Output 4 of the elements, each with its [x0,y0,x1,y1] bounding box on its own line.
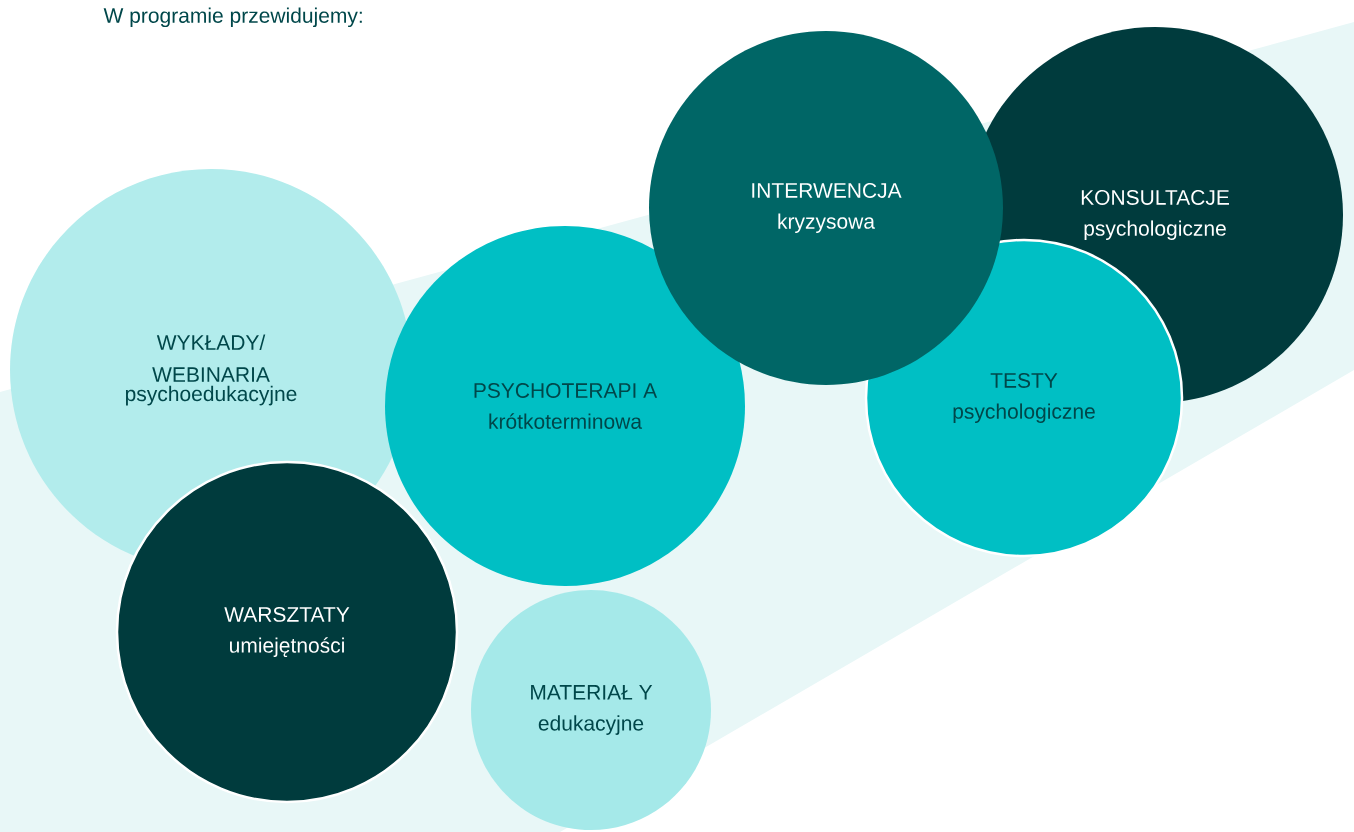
title: W programie przewidujemy: [103,7,362,28]
circle-node: WARSZTATY umiejętności [115,460,459,804]
circle-node: MATERIAŁ Y edukacyjne [471,590,711,830]
circle-node: PSYCHOTERAPI A krótkoterminowa [385,226,745,586]
